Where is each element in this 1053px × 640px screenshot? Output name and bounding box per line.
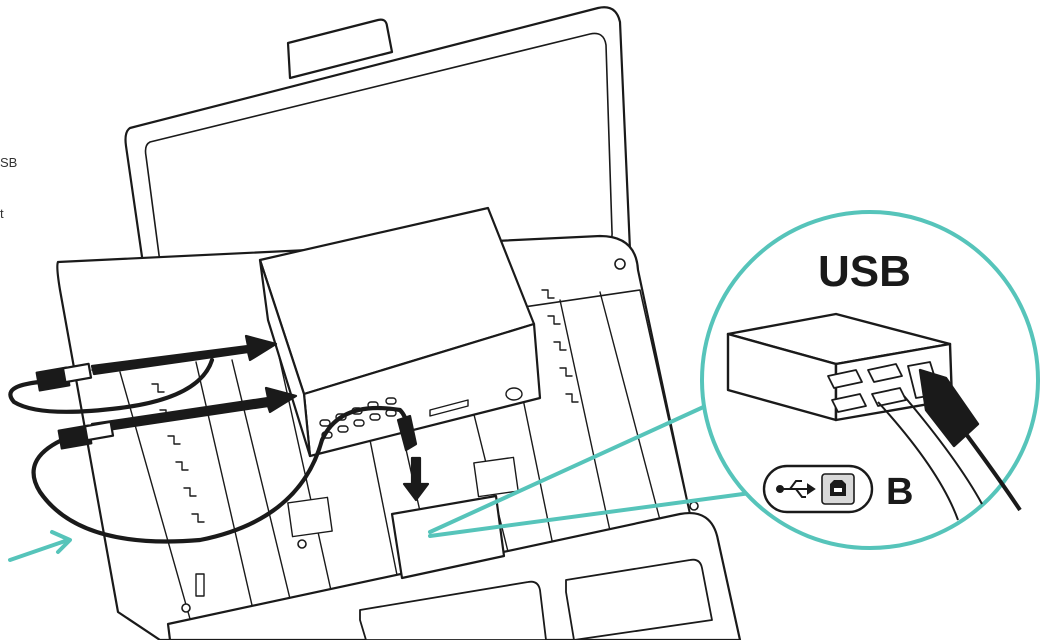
small-slot: [196, 574, 204, 596]
side-text-fragment-1: SB: [0, 155, 17, 170]
usb-type-b-port-icon: [822, 474, 854, 504]
usb-label: USB: [818, 247, 911, 296]
device-drawing: [10, 7, 740, 640]
port-symbol-pill: [764, 466, 872, 512]
film-frame: [288, 497, 332, 536]
screw: [615, 259, 625, 269]
film-frame: [474, 457, 518, 496]
port-b-label: B: [886, 471, 913, 513]
side-text-fragment-2: t: [0, 206, 4, 221]
screw: [690, 502, 698, 510]
screw: [298, 540, 306, 548]
screw: [182, 604, 190, 612]
